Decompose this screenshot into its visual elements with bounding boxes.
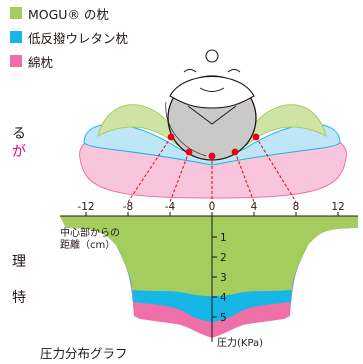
x-tick-label: -12	[77, 201, 94, 213]
legend-swatch-mogu	[10, 7, 22, 19]
x-axis-label-line2: 距離（cm）	[60, 238, 115, 251]
x-tick-label: 8	[293, 201, 300, 213]
legend-swatch-urethane	[10, 31, 22, 43]
legend-label-cotton: 綿枕	[28, 54, 54, 70]
legend-label-mogu: MOGU® の枕	[28, 6, 109, 22]
legend-item-mogu: MOGU® の枕	[10, 4, 128, 22]
pillow-urethane	[83, 123, 341, 166]
y-axis-label: 圧力(KPa)	[217, 336, 263, 349]
side-text-2: が	[12, 144, 26, 160]
legend-swatch-cotton	[10, 55, 22, 67]
legend-label-urethane: 低反撥ウレタン枕	[28, 30, 129, 46]
y-tick-label: 3	[220, 272, 227, 284]
head-icon	[165, 49, 257, 161]
area-mogu	[60, 216, 358, 296]
y-tick-label: 4	[220, 292, 227, 304]
x-tick-label: 4	[251, 201, 258, 213]
x-tick-label: -4	[165, 201, 176, 213]
side-text-4: 特	[12, 290, 26, 306]
legend: MOGU® の枕 低反撥ウレタン枕 綿枕	[10, 4, 128, 76]
y-tick-label: 1	[220, 232, 227, 244]
x-tick-label: -8	[123, 201, 133, 213]
contact-points	[167, 133, 260, 160]
x-tick-label: 12	[331, 201, 344, 213]
x-axis-label-line1: 中心部からの	[60, 226, 120, 239]
y-tick-label: 2	[220, 252, 227, 264]
side-text-1: る	[12, 126, 26, 142]
y-tick-marks	[212, 236, 217, 318]
chart-title: 圧力分布グラフ	[40, 346, 128, 361]
legend-item-cotton: 綿枕	[10, 52, 128, 70]
x-tick-marks	[85, 212, 339, 216]
legend-item-urethane: 低反撥ウレタン枕	[10, 28, 128, 46]
y-tick-label: 5	[220, 312, 227, 324]
side-text-3: 理	[12, 254, 26, 270]
guide-lines	[127, 136, 297, 203]
x-tick-label: 0	[209, 201, 216, 213]
